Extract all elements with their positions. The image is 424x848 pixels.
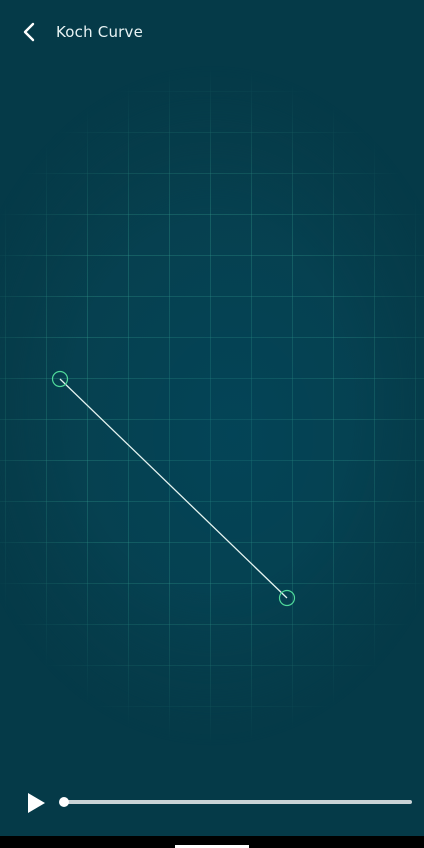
play-button[interactable] [22,789,50,817]
grid-canvas[interactable] [0,60,424,780]
progress-slider[interactable] [58,794,412,810]
end-point-handle[interactable] [278,589,296,607]
system-navigation-bar [0,836,424,848]
chevron-left-icon [23,22,35,42]
slider-track [64,800,412,804]
top-bar: Koch Curve [0,0,424,64]
home-indicator[interactable] [175,845,249,848]
page-title: Koch Curve [56,23,144,41]
back-button[interactable] [14,16,46,48]
slider-thumb[interactable] [59,797,69,807]
start-point-handle[interactable] [51,370,69,388]
play-icon [28,793,45,813]
